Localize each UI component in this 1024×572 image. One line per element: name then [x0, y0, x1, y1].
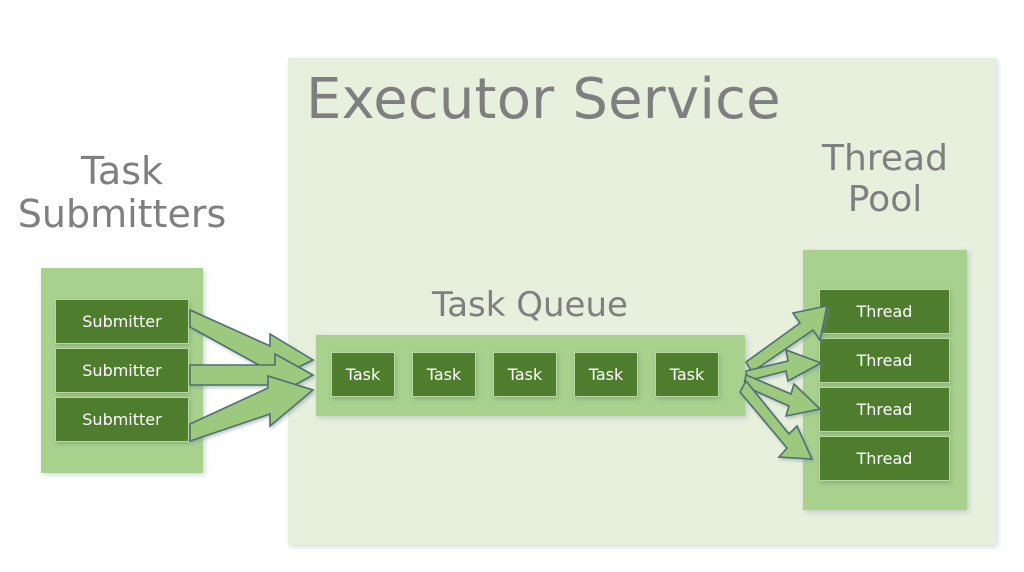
thread-pool-title: Thread Pool	[795, 138, 975, 220]
task-box[interactable]: Task	[412, 352, 476, 397]
thread-box[interactable]: Thread	[819, 289, 950, 334]
executor-service-title: Executor Service	[306, 67, 781, 132]
submitter-box[interactable]: Submitter	[55, 348, 189, 393]
thread-box[interactable]: Thread	[819, 436, 950, 481]
thread-box[interactable]: Thread	[819, 338, 950, 383]
task-submitters-title-line2: Submitters	[17, 192, 227, 237]
task-box[interactable]: Task	[493, 352, 557, 397]
task-box[interactable]: Task	[655, 352, 719, 397]
task-submitters-title-line1: Task	[80, 149, 163, 193]
task-box[interactable]: Task	[574, 352, 638, 397]
task-submitters-title: Task Submitters	[8, 149, 236, 237]
task-box[interactable]: Task	[331, 352, 395, 397]
thread-pool-title-line1: Thread	[822, 138, 948, 179]
thread-box[interactable]: Thread	[819, 387, 950, 432]
task-queue-title: Task Queue	[432, 285, 628, 325]
submitter-box[interactable]: Submitter	[55, 299, 189, 344]
thread-pool-title-line2: Pool	[847, 179, 923, 221]
submitter-box[interactable]: Submitter	[55, 397, 189, 442]
